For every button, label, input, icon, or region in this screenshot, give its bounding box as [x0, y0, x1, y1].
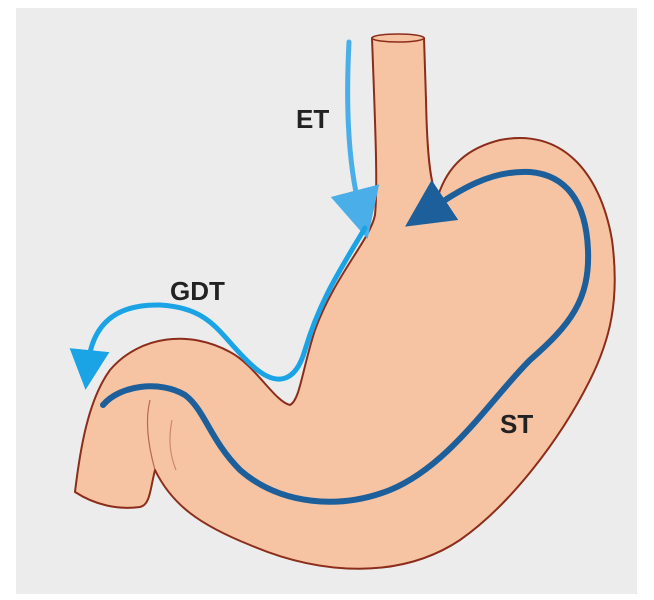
- esophagus-opening: [372, 34, 424, 42]
- gdt-label: GDT: [170, 276, 225, 306]
- et-label: ET: [296, 104, 329, 134]
- et-arrow[interactable]: [348, 42, 360, 210]
- st-label: ST: [500, 409, 533, 439]
